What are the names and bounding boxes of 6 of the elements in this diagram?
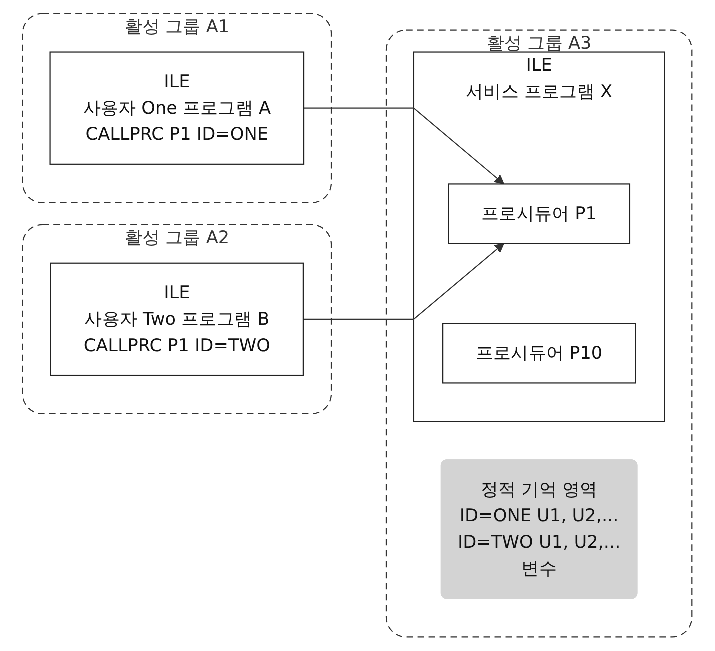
- node-box: ILE 사용자 Two 프로그램 B CALLPRC P1 ID=TWO: [50, 262, 304, 376]
- arrow: [304, 108, 505, 185]
- node-box: ILE 사용자 One 프로그램 A CALLPRC P1 ID=ONE: [50, 52, 305, 165]
- node-box: 프로시듀어 P1: [448, 184, 631, 244]
- node-box: 프로시듀어 P10: [442, 323, 636, 384]
- arrow: [303, 243, 505, 320]
